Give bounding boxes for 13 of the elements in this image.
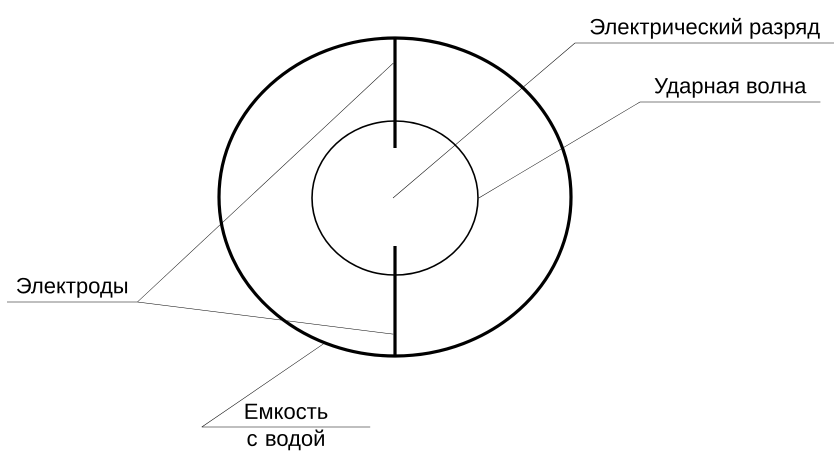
callout-label: Ударная волна [640, 78, 821, 102]
shock-wave-circle [311, 120, 479, 276]
leader-line [137, 62, 394, 302]
callout-label: Электроды [6, 278, 138, 302]
leader-line [392, 42, 576, 198]
electrode-bar [393, 246, 397, 356]
callout-label: Электрический разряд [574, 18, 834, 44]
leader-line [202, 344, 324, 428]
electrode-bar [393, 38, 397, 148]
callout-label: Емкость с водой [202, 404, 370, 450]
leader-line [478, 102, 640, 198]
leader-line [137, 302, 394, 334]
vessel-circle [217, 36, 573, 358]
